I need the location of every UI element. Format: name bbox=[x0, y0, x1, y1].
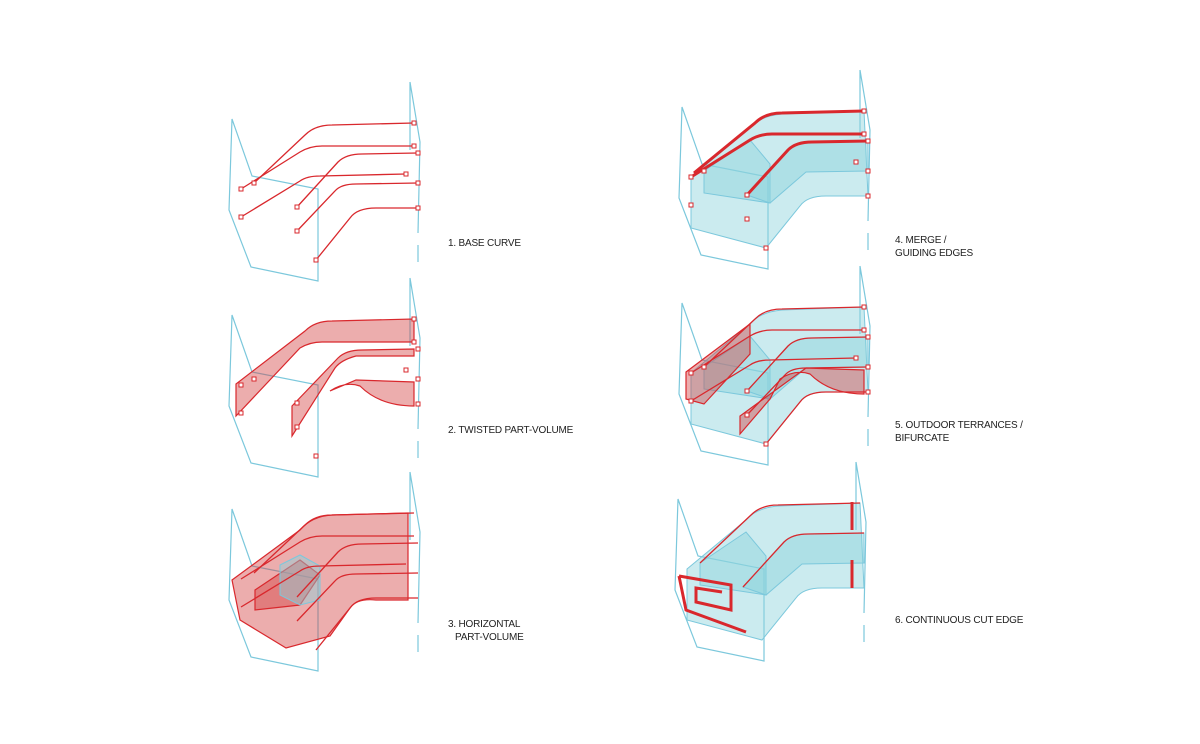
step-5-label-line1: 5. OUTDOOR TERRANCES / bbox=[895, 420, 1023, 431]
step-1-label: 1. BASE CURVE bbox=[448, 238, 521, 249]
panel-2-twisted-part-volume bbox=[228, 277, 421, 478]
panel-5-outdoor-terraces-bifurcate bbox=[678, 265, 871, 466]
step-4-label-line1: 4. MERGE / bbox=[895, 235, 947, 246]
step-3-label-line1: 3. HORIZONTAL bbox=[448, 619, 521, 630]
panel-4-merge-guiding-edges bbox=[678, 69, 871, 270]
step-2-label: 2. TWISTED PART-VOLUME bbox=[448, 425, 574, 436]
step-5-label-line2: BIFURCATE bbox=[895, 433, 950, 444]
step-3-label-line2: PART-VOLUME bbox=[455, 632, 524, 643]
step-6-label: 6. CONTINUOUS CUT EDGE bbox=[895, 615, 1024, 626]
panel-1-base-curve bbox=[228, 81, 421, 282]
panel-3-horizontal-part-volume bbox=[228, 471, 421, 672]
panel-6-continuous-cut-edge bbox=[674, 461, 867, 662]
step-4-label-line2: GUIDING EDGES bbox=[895, 248, 973, 259]
